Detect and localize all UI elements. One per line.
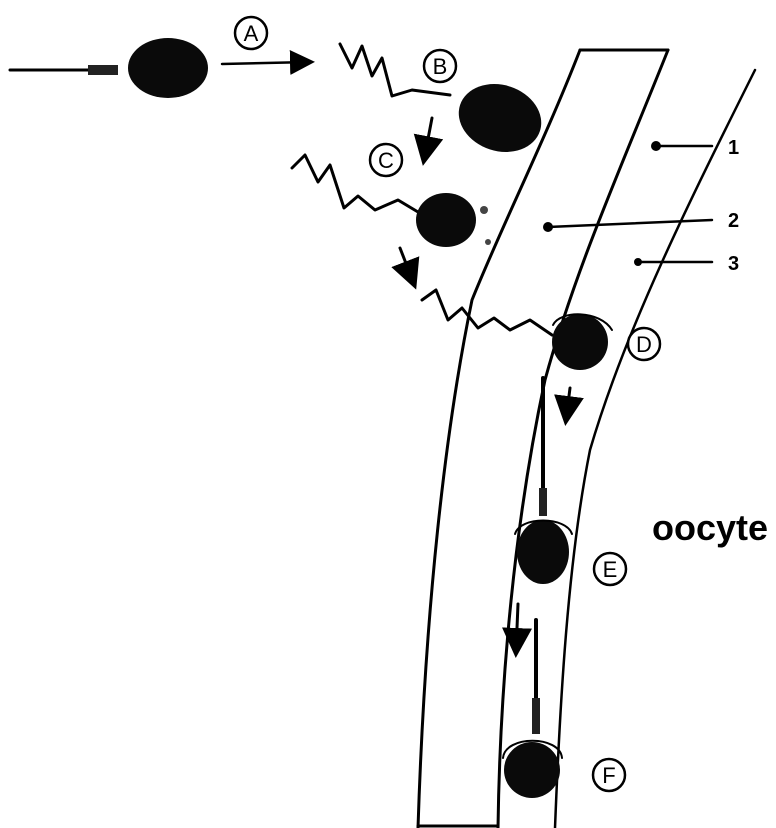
arrow-a-to-b — [222, 62, 310, 64]
stage-e-label: E — [603, 557, 618, 582]
layer-1-label: 1 — [728, 137, 739, 159]
stage-f-marker: F — [593, 759, 625, 791]
stage-a-label: A — [244, 21, 259, 46]
sperm-stage-d — [422, 290, 612, 370]
sperm-stage-f — [503, 620, 562, 798]
stage-f-label: F — [602, 763, 615, 788]
arrow-c-to-d — [400, 248, 414, 284]
callout-layer-2: 2 — [543, 210, 739, 232]
stage-b-marker: B — [424, 50, 456, 82]
sperm-stage-a — [10, 38, 208, 98]
arrow-d-to-e — [566, 388, 570, 420]
callout-layer-1: 1 — [651, 137, 739, 159]
stage-c-label: C — [378, 148, 394, 173]
layer-2-label: 2 — [728, 210, 739, 232]
stage-d-marker: D — [628, 328, 660, 360]
stage-d-label: D — [636, 332, 652, 357]
stage-a-marker: A — [235, 17, 267, 49]
zona-pellucida-band — [418, 50, 755, 828]
stage-b-label: B — [433, 54, 448, 79]
stage-c-marker: C — [370, 144, 402, 176]
layer-3-label: 3 — [728, 253, 739, 275]
stage-e-marker: E — [594, 553, 626, 585]
callout-layer-3: 3 — [634, 253, 739, 275]
arrow-b-to-c — [424, 118, 432, 160]
arrow-e-to-f — [516, 604, 518, 652]
oocyte-label: oocyte — [652, 507, 768, 548]
sperm-stage-e — [515, 378, 572, 584]
